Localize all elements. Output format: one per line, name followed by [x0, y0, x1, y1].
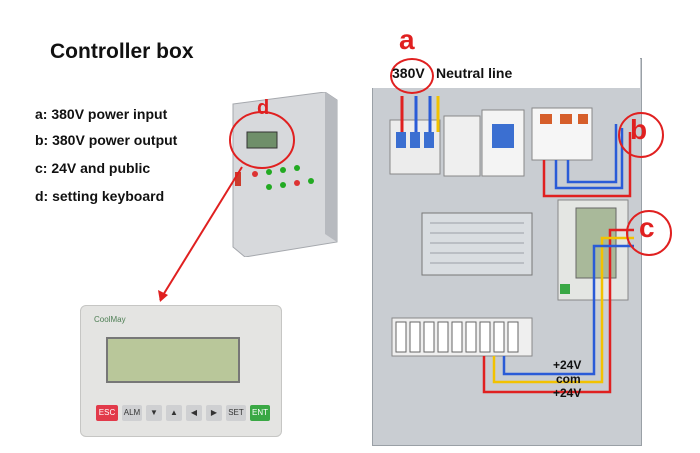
cabinet-components: [389, 96, 634, 394]
wire-label-com: com: [556, 372, 581, 386]
page-title: Controller box: [50, 40, 194, 63]
legend-item-b: b: 380V power output: [35, 132, 178, 148]
voltage-label: 380V: [392, 65, 425, 81]
right-key: ▶: [206, 405, 222, 421]
down-key: ▼: [146, 405, 162, 421]
keypad-lcd: [106, 337, 240, 383]
marker-c: c: [639, 212, 655, 243]
up-key: ▲: [166, 405, 182, 421]
set-key: SET: [226, 405, 246, 421]
left-key: ◀: [186, 405, 202, 421]
neutral-line-label: Neutral line: [436, 65, 513, 81]
legend-item-c: c: 24V and public: [35, 160, 151, 176]
marker-d-overlay: [158, 111, 295, 302]
esc-key: ESC: [96, 405, 118, 421]
controller-box-image: [232, 92, 338, 257]
marker-c-circle: [626, 210, 672, 256]
marker-a-circle: [390, 58, 434, 94]
marker-b: b: [630, 114, 648, 145]
marker-b-circle: [618, 112, 664, 158]
keypad-brand: CoolMay: [94, 315, 126, 324]
ent-key: ENT: [250, 405, 270, 421]
legend-item-a: a: 380V power input: [35, 106, 168, 122]
legend-item-d: d: setting keyboard: [35, 188, 165, 204]
wire-label-24v-2: +24V: [553, 386, 582, 400]
wire-label-24v-1: +24V: [553, 358, 582, 372]
marker-a: a: [399, 24, 415, 55]
alm-key: ALM: [122, 405, 142, 421]
setting-keyboard-image: CoolMay ESC ALM ▼ ▲ ◀ ▶ SET ENT: [80, 305, 282, 437]
marker-d: d: [257, 97, 270, 119]
